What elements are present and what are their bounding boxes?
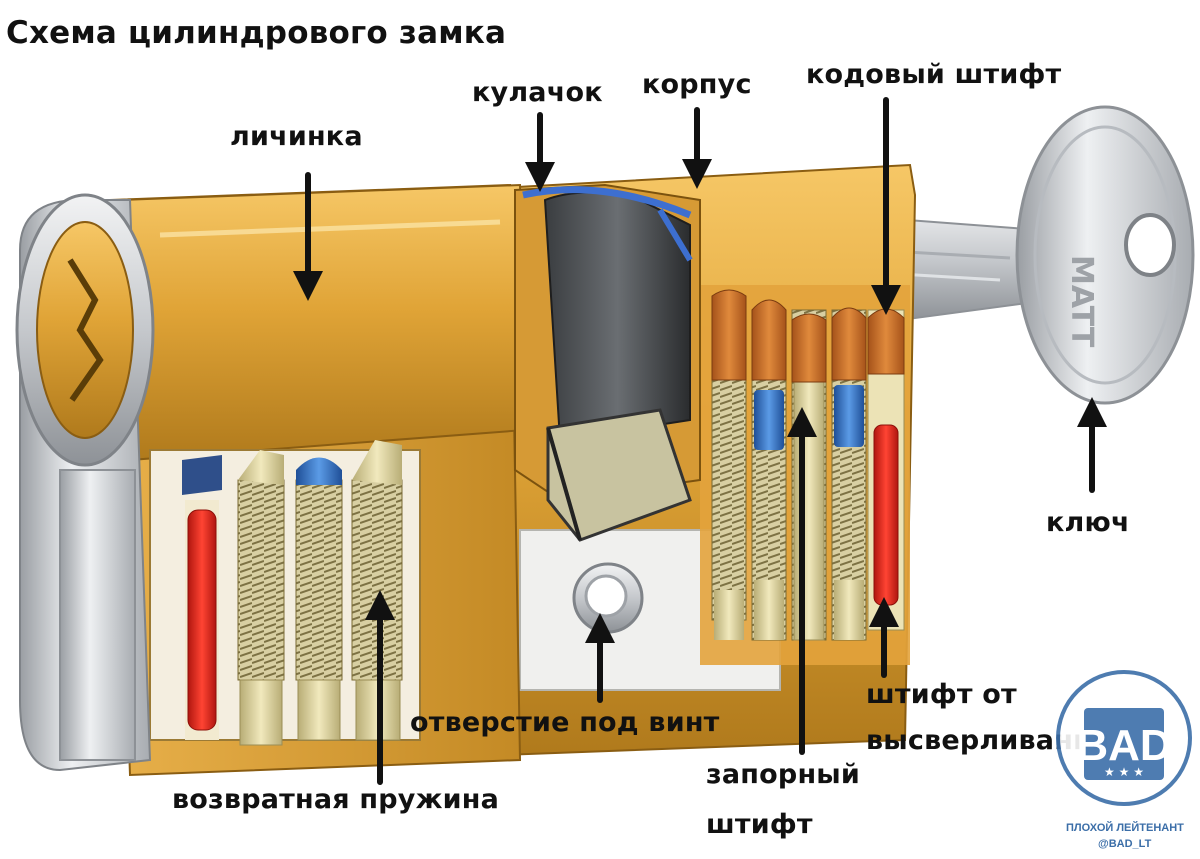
plug	[118, 183, 527, 462]
cam-lever	[546, 408, 692, 542]
diagram-title: Схема цилиндрового замка	[6, 15, 507, 51]
watermark-logo: BAD ★ ★ ★	[1056, 670, 1192, 806]
watermark-line1: ПЛОХОЙ ЛЕЙТЕНАНТ	[1066, 822, 1184, 834]
label-locking-pin-line1: запорный	[706, 759, 861, 790]
label-locking-pin-line2: штифт	[706, 809, 813, 840]
label-cam: кулачок	[472, 77, 603, 108]
label-screw-hole: отверстие под винт	[410, 707, 720, 738]
watermark-stars: ★ ★ ★	[1104, 765, 1144, 779]
red-anti-drill-pin	[187, 509, 217, 731]
label-larva: личинка	[230, 121, 363, 152]
label-code-pin: кодовый штифт	[806, 59, 1062, 90]
label-drill-pin-line1: штифт от	[866, 679, 1017, 710]
watermark-line2: @BAD_LT	[1098, 838, 1152, 850]
label-body: корпус	[642, 69, 752, 100]
label-key: ключ	[1046, 507, 1130, 538]
screw-hole	[572, 562, 644, 634]
red-anti-drill-pin	[873, 424, 899, 606]
pin-stacks-left	[182, 440, 403, 746]
blue-pin	[754, 390, 784, 450]
cam	[514, 183, 701, 542]
blue-pin	[834, 385, 864, 447]
callout-arrows	[293, 97, 1107, 785]
blue-pin	[296, 457, 342, 485]
key-hole	[1124, 213, 1176, 277]
label-return-spring: возвратная пружина	[172, 784, 500, 815]
front-face	[15, 193, 155, 772]
svg-text:MATT: MATT	[1064, 255, 1099, 348]
watermark-logo-text: BAD	[1076, 721, 1171, 770]
pin-stacks-right	[711, 289, 905, 641]
